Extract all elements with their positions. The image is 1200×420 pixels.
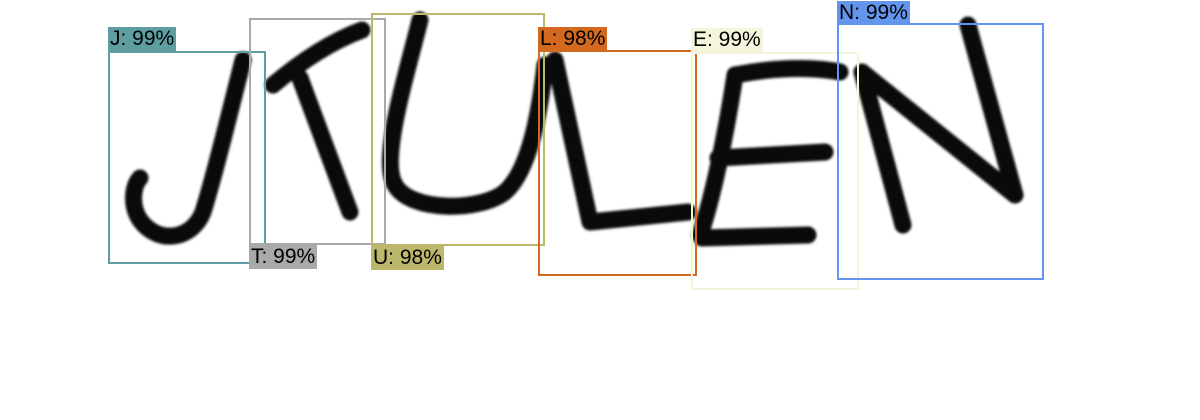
stroke-letter-e-top (726, 59, 849, 84)
stroke-letter-j (125, 51, 252, 245)
label-u: U: 98% (371, 246, 444, 270)
stroke-letter-e-middle (709, 143, 834, 167)
stroke-letter-e-bottom (693, 226, 817, 247)
stroke-letter-t-stem (291, 69, 359, 221)
bounding-box-j (108, 51, 266, 264)
label-e: E: 99% (691, 28, 763, 52)
bounding-box-t (249, 18, 386, 245)
stroke-letter-l (546, 51, 697, 231)
bounding-box-n (837, 23, 1044, 280)
label-l: L: 98% (538, 27, 608, 51)
stroke-letter-u (381, 11, 554, 215)
bounding-box-l (538, 50, 697, 276)
bounding-box-u (371, 13, 545, 246)
stroke-letter-t-bar (264, 21, 371, 94)
stroke-letter-n (853, 16, 1024, 234)
label-j: J: 99% (108, 27, 177, 51)
bounding-box-e (691, 52, 859, 290)
label-n: N: 99% (837, 1, 910, 25)
label-t: T: 99% (249, 245, 318, 269)
